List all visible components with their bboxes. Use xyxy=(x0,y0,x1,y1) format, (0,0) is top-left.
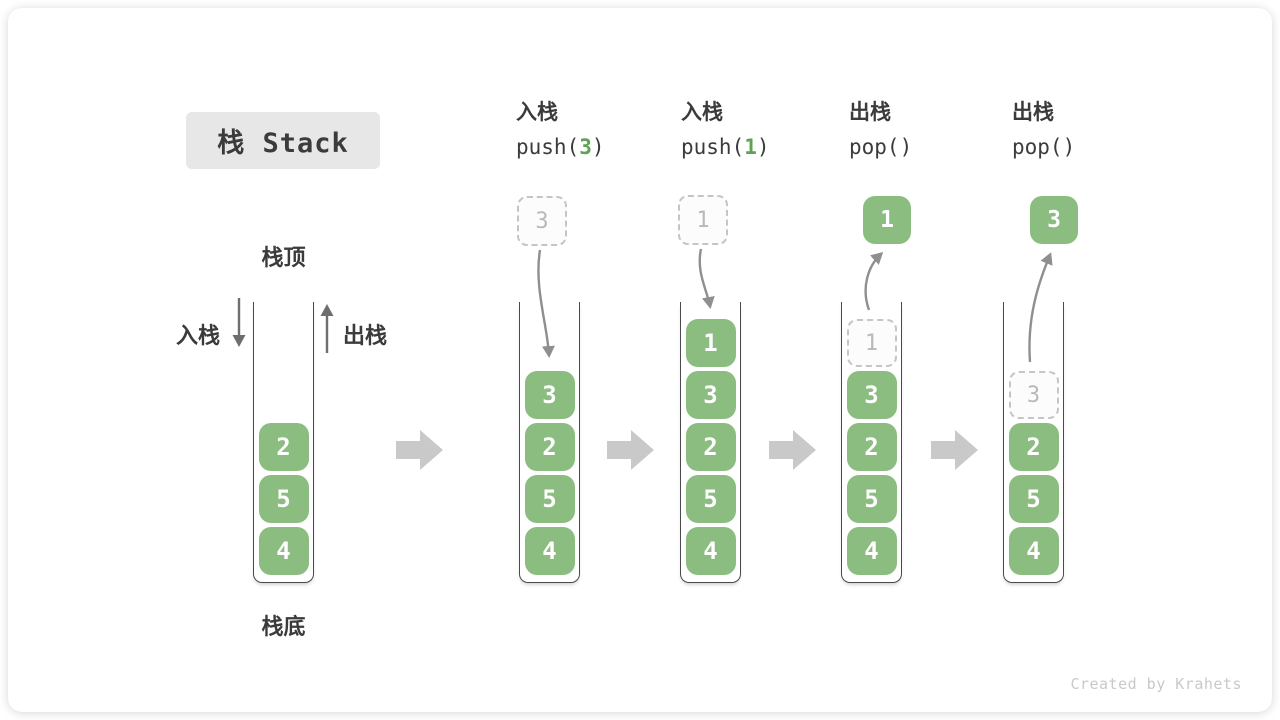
stack-container-2: 3 2 5 4 xyxy=(519,302,580,583)
stack-cell: 4 xyxy=(258,527,309,575)
stack-cell: 5 xyxy=(258,475,309,523)
stack-cells: 2 5 4 xyxy=(254,423,313,582)
step-arrow-icon-2 xyxy=(607,430,654,470)
code-post: ) xyxy=(899,135,913,159)
stack-cell: 4 xyxy=(1008,527,1059,575)
popped-value-box-3: 3 xyxy=(1030,196,1078,244)
stack-cell: 2 xyxy=(846,423,897,471)
stack-cells: 3 2 5 4 xyxy=(1004,371,1063,582)
stack-cell: 4 xyxy=(685,527,736,575)
stack-container-5: 3 2 5 4 xyxy=(1003,302,1064,583)
stack-cells: 1 3 2 5 4 xyxy=(842,319,901,582)
operation-code: pop() xyxy=(849,134,999,160)
stack-cell: 4 xyxy=(846,527,897,575)
step-arrow-icon-1 xyxy=(396,430,443,470)
operation-label: 入栈 xyxy=(681,101,723,124)
column-header-push-3: 入栈 push(3) xyxy=(516,100,666,160)
code-arg: 1 xyxy=(744,135,757,159)
code-post: ) xyxy=(1062,135,1076,159)
popped-slot-ghost: 1 xyxy=(846,319,897,367)
column-header-push-1: 入栈 push(1) xyxy=(681,100,831,160)
stack-cell: 5 xyxy=(685,475,736,523)
operation-label: 出栈 xyxy=(1012,101,1054,124)
stack-cell: 2 xyxy=(685,423,736,471)
code-post: ) xyxy=(591,135,605,159)
code-pre: pop( xyxy=(849,135,900,159)
stack-cells: 3 2 5 4 xyxy=(520,371,579,582)
operation-code: pop() xyxy=(1012,134,1162,160)
operation-label: 入栈 xyxy=(516,101,558,124)
code-pre: push( xyxy=(681,135,745,159)
diagram-title: 栈 Stack xyxy=(186,112,380,169)
popped-slot-ghost: 3 xyxy=(1008,371,1059,419)
pop-label: 出栈 xyxy=(343,323,388,348)
stack-cell: 3 xyxy=(846,371,897,419)
stack-container-4: 1 3 2 5 4 xyxy=(841,302,902,583)
operation-code: push(1) xyxy=(681,134,831,160)
stack-cell: 4 xyxy=(524,527,575,575)
code-arg: 3 xyxy=(579,135,592,159)
stack-cell: 1 xyxy=(685,319,736,367)
watermark: Created by Krahets xyxy=(1070,675,1242,693)
operation-code: push(3) xyxy=(516,134,666,160)
stack-cell: 3 xyxy=(524,371,575,419)
stack-cell: 5 xyxy=(846,475,897,523)
stack-cell: 2 xyxy=(258,423,309,471)
stack-cell: 2 xyxy=(1008,423,1059,471)
code-pre: push( xyxy=(516,135,580,159)
stack-container-3: 1 3 2 5 4 xyxy=(680,302,741,583)
code-pre: pop( xyxy=(1012,135,1063,159)
step-arrow-icon-4 xyxy=(931,430,978,470)
stack-bottom-label: 栈底 xyxy=(261,614,306,639)
step-arrow-icon-3 xyxy=(769,430,816,470)
code-post: ) xyxy=(756,135,770,159)
operation-label: 出栈 xyxy=(849,101,891,124)
stack-cell: 5 xyxy=(1008,475,1059,523)
stack-top-label: 栈顶 xyxy=(261,245,306,270)
stack-cell: 2 xyxy=(524,423,575,471)
pushed-value-box-1: 1 xyxy=(678,195,728,245)
stack-cell: 3 xyxy=(685,371,736,419)
popped-value-box-1: 1 xyxy=(863,196,911,244)
column-header-pop-1: 出栈 pop() xyxy=(849,100,999,160)
push-flow-arrow-icon-2 xyxy=(698,248,715,309)
column-header-pop-3: 出栈 pop() xyxy=(1012,100,1162,160)
push-label: 入栈 xyxy=(176,323,221,348)
stack-container-1: 2 5 4 xyxy=(253,302,314,583)
stack-cells: 1 3 2 5 4 xyxy=(681,319,740,582)
stack-cell: 5 xyxy=(524,475,575,523)
pushed-value-box-3: 3 xyxy=(517,196,567,246)
